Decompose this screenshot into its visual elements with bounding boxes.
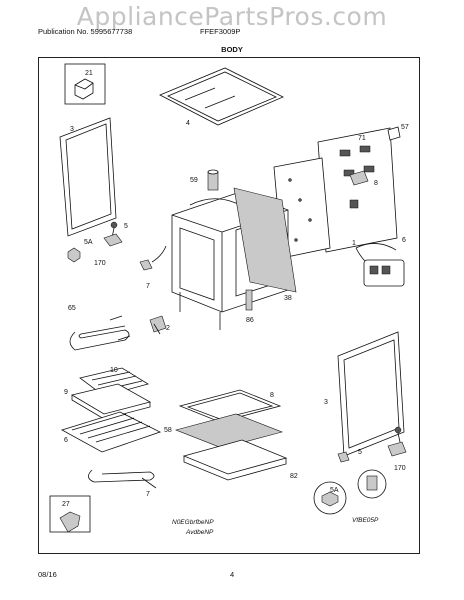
part-6-oven-rack[interactable] <box>60 411 162 453</box>
callout-2-probe: 2 <box>166 325 170 332</box>
callout-5a-right: 5A <box>330 487 339 494</box>
callout-65: 65 <box>68 305 76 312</box>
caption-model-codes-1: N0EGbrfbeNP <box>172 519 214 526</box>
callout-6-harness: 6 <box>402 237 406 244</box>
part-59-insulation-roll[interactable] <box>207 169 219 191</box>
part-4-top-panel[interactable] <box>159 67 284 126</box>
part-170-bracket-left[interactable] <box>103 233 123 247</box>
part-58-drawer-insulation[interactable] <box>175 413 283 449</box>
part-38-insulation-blanket[interactable] <box>233 187 297 293</box>
caption-model-codes-2: AvdbeNP <box>185 529 214 536</box>
callout-9: 9 <box>64 389 68 396</box>
callout-1: 1 <box>352 240 356 247</box>
watermark: AppliancePartsPros.com <box>76 2 388 31</box>
part-170-small-right[interactable] <box>337 451 350 463</box>
callout-170-left: 170 <box>94 260 106 267</box>
part-5a-leveler-left[interactable] <box>67 247 81 263</box>
part-2-sensor-probe[interactable] <box>149 315 167 335</box>
callout-5-left: 5 <box>124 223 128 230</box>
part-5-leg-right[interactable] <box>357 469 387 499</box>
callout-6-rack: 6 <box>64 437 68 444</box>
callout-82: 82 <box>290 473 298 480</box>
footer-date: 08/16 <box>38 570 57 579</box>
part-71-back-panel[interactable] <box>317 127 398 253</box>
part-57-label-plate[interactable] <box>387 126 401 141</box>
part-82-drawer-bottom[interactable] <box>182 439 288 481</box>
callout-5-right: 5 <box>358 449 362 456</box>
part-21-bracket[interactable] <box>64 63 106 105</box>
callout-59: 59 <box>190 177 198 184</box>
diagram-frame <box>38 57 420 554</box>
model-number: FFEF3009P <box>200 27 241 36</box>
part-2-terminal-block[interactable] <box>363 259 405 287</box>
callout-27: 27 <box>62 501 70 508</box>
section-title: BODY <box>221 45 243 54</box>
part-7-bake-element[interactable] <box>88 469 157 489</box>
callout-7-bake: 7 <box>146 491 150 498</box>
callout-21: 21 <box>85 70 93 77</box>
publication-number: Publication No. 5995677738 <box>38 27 133 36</box>
part-170-bracket-right[interactable] <box>387 441 407 457</box>
part-27-bracket[interactable] <box>49 495 91 533</box>
page-number: 4 <box>230 570 235 579</box>
part-65-broil-element[interactable] <box>69 315 131 351</box>
callout-170-right: 170 <box>394 465 406 472</box>
callout-10: 10 <box>110 367 118 374</box>
part-8-drawer-panel[interactable] <box>178 389 282 423</box>
callout-7-clip: 7 <box>146 283 150 290</box>
callout-3-right: 3 <box>324 399 328 406</box>
callout-57: 57 <box>401 124 409 131</box>
part-9-broil-pan-insert[interactable] <box>70 383 152 420</box>
part-3-side-panel-left[interactable] <box>59 117 117 237</box>
caption-diagram-code: VfBE05P <box>352 517 379 524</box>
callout-71: 71 <box>358 135 366 142</box>
part-5-screw-right[interactable] <box>394 426 402 443</box>
part-8-clip[interactable] <box>349 170 369 186</box>
callout-5a-left: 5A <box>84 239 93 246</box>
callout-4: 4 <box>186 120 190 127</box>
part-5a-leveler-right[interactable] <box>313 481 347 515</box>
callout-38: 38 <box>284 295 292 302</box>
callout-8-right: 8 <box>374 180 378 187</box>
callout-8-drawer: 8 <box>270 392 274 399</box>
part-86-bracket[interactable] <box>245 289 253 311</box>
callout-86: 86 <box>246 317 254 324</box>
callout-58: 58 <box>164 427 172 434</box>
callout-3-left: 3 <box>70 126 74 133</box>
part-16-wire-clip[interactable] <box>139 245 167 271</box>
part-3-side-panel-right[interactable] <box>337 331 405 457</box>
